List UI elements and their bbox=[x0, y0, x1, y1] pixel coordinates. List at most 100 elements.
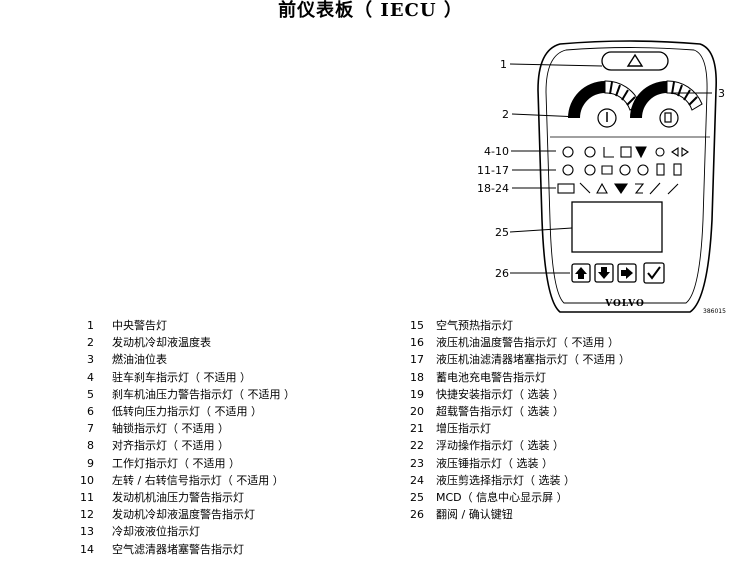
legend-number: 3 bbox=[87, 353, 94, 367]
legend-item: 21 增压指示灯 bbox=[402, 420, 630, 437]
legend-text: 对齐指示灯（ 不适用 ） bbox=[112, 439, 229, 453]
legend-item: 25 MCD（ 信息中心显示屏 ） bbox=[402, 489, 630, 506]
legend-item: 8 对齐指示灯（ 不适用 ） bbox=[70, 437, 295, 454]
legend-right-column: 15 空气预热指示灯 16 液压机油温度警告指示灯（ 不适用 ） 17 液压机油滤清器… bbox=[402, 317, 630, 523]
callout-18-24: 18-24 bbox=[477, 182, 509, 195]
legend-number: 2 bbox=[87, 336, 94, 350]
legend-item: 22 浮动操作指示灯（ 选装 ） bbox=[402, 437, 630, 454]
legend-item: 5 刹车机油压力警告指示灯（ 不适用 ） bbox=[70, 386, 295, 403]
confirm-check-button bbox=[643, 262, 665, 284]
legend-number: 19 bbox=[410, 387, 424, 401]
legend-text: 发动机冷却液温度表 bbox=[112, 336, 211, 350]
legend-text: 空气预热指示灯 bbox=[436, 319, 513, 332]
legend-number: 22 bbox=[410, 439, 424, 453]
legend-item: 16 液压机油温度警告指示灯（ 不适用 ） bbox=[402, 334, 630, 351]
callout-26: 26 bbox=[495, 267, 509, 280]
panel-inner-bezel bbox=[545, 47, 708, 304]
legend-text: 液压剪选择指示灯（ 选装 ） bbox=[436, 473, 575, 487]
legend-text: 刹车机油压力警告指示灯（ 不适用 ） bbox=[112, 387, 295, 401]
legend-number: 24 bbox=[410, 473, 424, 487]
legend-text: 超载警告指示灯（ 选装 ） bbox=[436, 405, 564, 419]
legend-text: 增压指示灯 bbox=[436, 422, 491, 436]
instrument-panel-diagram: VOLVO 386015 1 2 3 4-10 11-17 18-24 25 2… bbox=[477, 40, 726, 315]
page-title: 前仪表板（ IECU ） bbox=[278, 0, 463, 21]
legend-item: 17 液压机油滤清器堵塞指示灯（ 不适用 ） bbox=[402, 351, 630, 368]
legend-number: 15 bbox=[410, 319, 424, 332]
legend-text: 发动机机油压力警告指示灯 bbox=[112, 491, 244, 505]
legend-number: 5 bbox=[87, 387, 94, 401]
warning-triangle-icon bbox=[626, 53, 644, 67]
callout-3: 3 bbox=[718, 87, 725, 100]
legend-number: 6 bbox=[87, 405, 94, 419]
coolant-temperature-icon bbox=[597, 108, 617, 128]
legend-number: 21 bbox=[410, 422, 424, 436]
legend-item: 3 燃油油位表 bbox=[70, 351, 295, 368]
legend-item: 14 空气滤清器堵塞警告指示灯 bbox=[70, 541, 295, 558]
legend-item: 18 蓄电池充电警告指示灯 bbox=[402, 369, 630, 386]
legend-text: 液压机油温度警告指示灯（ 不适用 ） bbox=[436, 336, 619, 350]
callout-11-17: 11-17 bbox=[477, 164, 509, 177]
legend-number: 8 bbox=[87, 439, 94, 453]
legend-item: 9 工作灯指示灯（ 不适用 ） bbox=[70, 455, 295, 472]
callout-1: 1 bbox=[500, 58, 507, 71]
legend-number: 11 bbox=[80, 491, 94, 505]
legend-item: 19 快捷安装指示灯（ 选装 ） bbox=[402, 386, 630, 403]
legend-number: 12 bbox=[80, 508, 94, 522]
legend-text: 冷却液液位指示灯 bbox=[112, 525, 200, 539]
callout-lines bbox=[509, 63, 712, 274]
mcd-display-screen bbox=[571, 201, 663, 253]
legend-number: 18 bbox=[410, 370, 424, 384]
legend-number: 7 bbox=[87, 422, 94, 436]
central-warning-lamp bbox=[601, 51, 669, 71]
legend-number: 13 bbox=[80, 525, 94, 539]
legend-number: 20 bbox=[410, 405, 424, 419]
legend-text: 液压机油滤清器堵塞指示灯（ 不适用 ） bbox=[436, 353, 630, 367]
legend-text: 驻车刹车指示灯（ 不适用 ） bbox=[112, 370, 251, 384]
legend-text: 中央警告灯 bbox=[112, 319, 167, 332]
legend-text: 发动机冷却液温度警告指示灯 bbox=[112, 508, 255, 522]
legend-text: 空气滤清器堵塞警告指示灯 bbox=[112, 542, 244, 556]
legend-item: 1 中央警告灯 bbox=[70, 317, 295, 334]
legend-text: 快捷安装指示灯（ 选装 ） bbox=[436, 387, 564, 401]
legend-number: 14 bbox=[80, 542, 94, 556]
figure-code: 386015 bbox=[703, 308, 726, 315]
legend-item: 26 翻阅 / 确认键钮 bbox=[402, 506, 630, 523]
legend-number: 1 bbox=[87, 319, 94, 332]
legend-number: 23 bbox=[410, 456, 424, 470]
indicator-row-4-10 bbox=[562, 146, 689, 159]
indicator-row-18-24 bbox=[557, 182, 679, 195]
legend-item: 20 超载警告指示灯（ 选装 ） bbox=[402, 403, 630, 420]
legend-number: 9 bbox=[87, 456, 94, 470]
legend-item: 12 发动机冷却液温度警告指示灯 bbox=[70, 506, 295, 523]
legend-item: 13 冷却液液位指示灯 bbox=[70, 523, 295, 540]
legend-number: 25 bbox=[410, 491, 424, 505]
legend-item: 24 液压剪选择指示灯（ 选装 ） bbox=[402, 472, 630, 489]
legend-text: 翻阅 / 确认键钮 bbox=[436, 508, 513, 522]
indicator-row-11-17 bbox=[562, 163, 682, 176]
legend-number: 16 bbox=[410, 336, 424, 350]
legend-number: 26 bbox=[410, 508, 424, 522]
fuel-level-gauge bbox=[630, 80, 703, 128]
legend-item: 15 空气预热指示灯 bbox=[402, 317, 630, 334]
callout-25: 25 bbox=[495, 226, 509, 239]
legend-text: 浮动操作指示灯（ 选装 ） bbox=[436, 439, 564, 453]
brand-logo: VOLVO bbox=[604, 299, 645, 309]
legend-text: 蓄电池充电警告指示灯 bbox=[436, 370, 546, 384]
legend-text: MCD（ 信息中心显示屏 ） bbox=[436, 491, 568, 505]
fuel-pump-icon bbox=[659, 108, 679, 128]
legend-number: 10 bbox=[80, 473, 94, 487]
legend-text: 轴锁指示灯（ 不适用 ） bbox=[112, 422, 229, 436]
callout-2: 2 bbox=[502, 108, 509, 121]
legend-item: 6 低转向压力指示灯（ 不适用 ） bbox=[70, 403, 295, 420]
legend-item: 10 左转 / 右转信号指示灯（ 不适用 ） bbox=[70, 472, 295, 489]
callout-4-10: 4-10 bbox=[484, 145, 509, 158]
legend-text: 工作灯指示灯（ 不适用 ） bbox=[112, 456, 240, 470]
legend-number: 17 bbox=[410, 353, 424, 367]
legend-item: 11 发动机机油压力警告指示灯 bbox=[70, 489, 295, 506]
legend-text: 燃油油位表 bbox=[112, 353, 167, 367]
legend-text: 低转向压力指示灯（ 不适用 ） bbox=[112, 405, 262, 419]
legend-text: 左转 / 右转信号指示灯（ 不适用 ） bbox=[112, 473, 284, 487]
